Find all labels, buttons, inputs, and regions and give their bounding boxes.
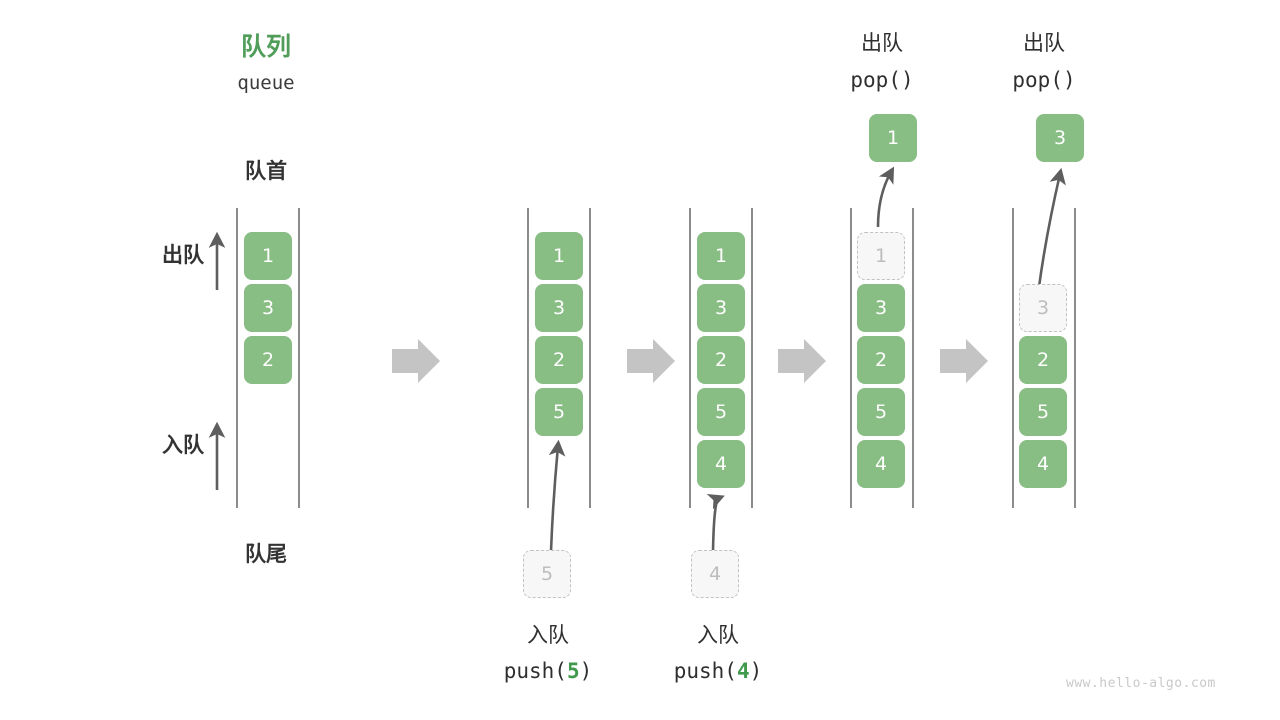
- queue-cell[interactable]: 3: [857, 284, 905, 332]
- queue-cell[interactable]: 2: [244, 336, 292, 384]
- push-5-arrow: [548, 439, 566, 552]
- watermark: www.hello-algo.com: [1066, 676, 1216, 691]
- label-enqueue: 入队: [162, 433, 204, 457]
- separator-arrow-4: [940, 339, 988, 383]
- queue-cell[interactable]: 3: [535, 284, 583, 332]
- incoming-element-4[interactable]: 4: [691, 550, 739, 598]
- caption-push-5-cn: 入队: [527, 623, 569, 647]
- queue-stack-push-4: 1 3 2 5 4: [697, 232, 745, 488]
- label-dequeue: 出队: [162, 243, 204, 267]
- popped-element-3[interactable]: 3: [1036, 114, 1084, 162]
- caption-push-4-cn: 入队: [697, 623, 739, 647]
- queue-stack-initial: 1 3 2: [244, 232, 292, 384]
- page-title: 队列: [240, 32, 291, 61]
- caption-arg: 5: [566, 659, 580, 683]
- page-subtitle: queue: [237, 72, 295, 94]
- caption-suffix: ): [579, 659, 593, 683]
- queue-cell-ghost[interactable]: 3: [1019, 284, 1067, 332]
- queue-cell[interactable]: 3: [244, 284, 292, 332]
- caption-prefix: push(: [673, 659, 737, 683]
- label-front: 队首: [245, 159, 287, 183]
- incoming-element-5[interactable]: 5: [523, 550, 571, 598]
- queue-cell[interactable]: 1: [697, 232, 745, 280]
- header-pop-1-cn: 出队: [861, 31, 903, 55]
- queue-stack-pop-1: 1 3 2 5 4: [857, 232, 905, 488]
- queue-cell[interactable]: 5: [535, 388, 583, 436]
- queue-cell[interactable]: 4: [697, 440, 745, 488]
- queue-cell[interactable]: 2: [857, 336, 905, 384]
- queue-cell[interactable]: 2: [1019, 336, 1067, 384]
- caption-prefix: push(: [503, 659, 567, 683]
- caption-push-5-code: push(5): [478, 661, 618, 682]
- queue-cell[interactable]: 2: [697, 336, 745, 384]
- header-pop-1-code: pop(): [850, 68, 914, 92]
- header-pop-3-code: pop(): [1012, 68, 1076, 92]
- queue-cell[interactable]: 1: [535, 232, 583, 280]
- queue-cell-ghost[interactable]: 1: [857, 232, 905, 280]
- queue-cell[interactable]: 4: [1019, 440, 1067, 488]
- push-4-arrow: [706, 493, 725, 552]
- caption-push-4-code: push(4): [648, 661, 788, 682]
- separator-arrow-3: [778, 339, 826, 383]
- label-rear: 队尾: [245, 542, 287, 566]
- popped-element-1[interactable]: 1: [869, 114, 917, 162]
- separator-arrow-1: [392, 339, 440, 383]
- queue-cell[interactable]: 5: [857, 388, 905, 436]
- queue-cell[interactable]: 1: [244, 232, 292, 280]
- pop-1-arrow: [876, 166, 895, 228]
- queue-cell[interactable]: 4: [857, 440, 905, 488]
- queue-stack-pop-3: 3 2 5 4: [1019, 284, 1067, 488]
- header-pop-3-cn: 出队: [1023, 31, 1065, 55]
- pop-3-arrow: [1037, 167, 1066, 288]
- caption-suffix: ): [749, 659, 763, 683]
- separator-arrow-2: [627, 339, 675, 383]
- queue-cell[interactable]: 3: [697, 284, 745, 332]
- queue-cell[interactable]: 5: [1019, 388, 1067, 436]
- queue-cell[interactable]: 2: [535, 336, 583, 384]
- queue-cell[interactable]: 5: [697, 388, 745, 436]
- caption-arg: 4: [736, 659, 750, 683]
- queue-stack-push-5: 1 3 2 5: [535, 232, 583, 436]
